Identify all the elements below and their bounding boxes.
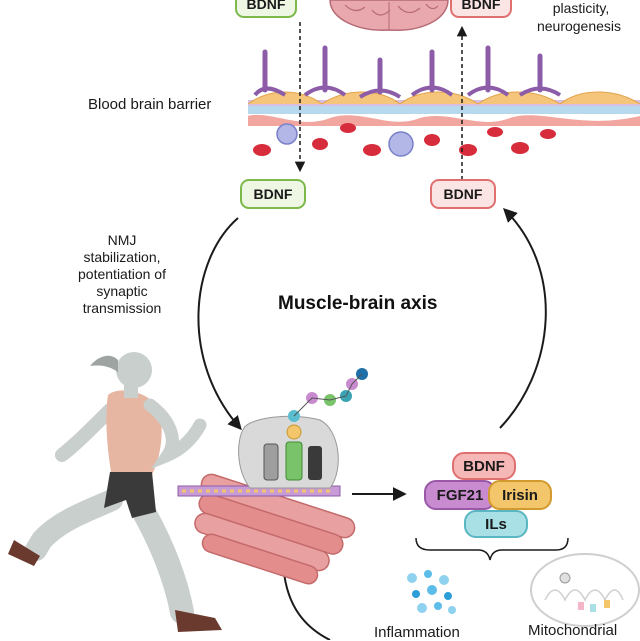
diagram-title: Muscle-brain axis [278,293,438,314]
blood-brain-barrier-label: Blood brain barrier [88,96,212,113]
myokine-ils: ILs [464,510,528,538]
plasticity-text: plasticity, [552,0,610,16]
myokine-fgf21: FGF21 [424,480,496,510]
runner-illustration [8,352,222,632]
nmj-line-5: transmission [82,300,162,316]
muscle-fibers-illustration [177,368,368,585]
nmj-line-1: NMJ [107,232,137,248]
mitochondrion-icon [530,553,640,627]
myokine-irisin: Irisin [488,480,552,510]
brain-illustration [329,0,449,31]
blood-brain-barrier-illustration [247,45,640,157]
arrow-bdnf-to-nmj [197,217,242,431]
inflammation-cells-icon [407,570,456,614]
neurogenesis-text: neurogenesis [536,18,622,34]
bdnf-label-top-right: BDNF [450,0,512,18]
bdnf-label-top-left: BDNF [235,0,297,18]
arrow-myokines-to-brain [499,208,547,429]
nmj-line-2: stabilization, [83,249,161,265]
brace [415,537,569,561]
bdnf-label-mid-right: BDNF [430,179,496,209]
nmj-description: NMJ stabilization, potentiation of synap… [52,232,192,317]
mitochondrial-label: Mitochondrial [528,622,618,639]
nmj-line-3: potentiation of [78,266,166,282]
bdnf-label-mid-left: BDNF [240,179,306,209]
nmj-line-4: synaptic [96,283,148,299]
inflammation-label: Inflammation [374,624,460,641]
myokine-bdnf: BDNF [452,452,516,480]
